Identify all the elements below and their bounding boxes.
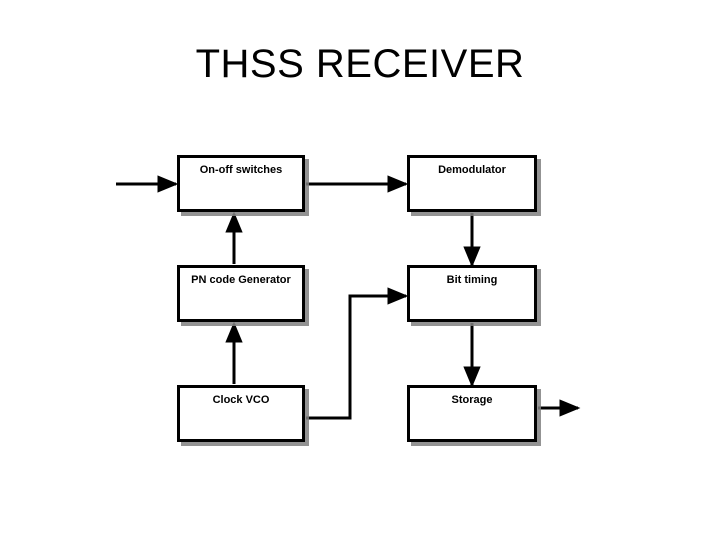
page-title: THSS RECEIVER bbox=[195, 42, 525, 86]
node-pn-code-generator[interactable]: PN code Generator bbox=[177, 265, 305, 322]
node-demodulator[interactable]: Demodulator bbox=[407, 155, 537, 212]
node-label-pn-code-generator: PN code Generator bbox=[191, 274, 291, 286]
edge-clock-vco-to-bit-timing bbox=[306, 287, 409, 420]
node-on-off-switches[interactable]: On-off switches bbox=[177, 155, 305, 212]
node-label-bit-timing: Bit timing bbox=[446, 274, 498, 286]
node-storage[interactable]: Storage bbox=[407, 385, 537, 442]
node-label-storage: Storage bbox=[451, 394, 493, 406]
node-label-demodulator: Demodulator bbox=[438, 164, 506, 176]
node-label-on-off-switches: On-off switches bbox=[199, 164, 283, 176]
node-clock-vco[interactable]: Clock VCO bbox=[177, 385, 305, 442]
node-bit-timing[interactable]: Bit timing bbox=[407, 265, 537, 322]
node-label-clock-vco: Clock VCO bbox=[212, 394, 270, 406]
